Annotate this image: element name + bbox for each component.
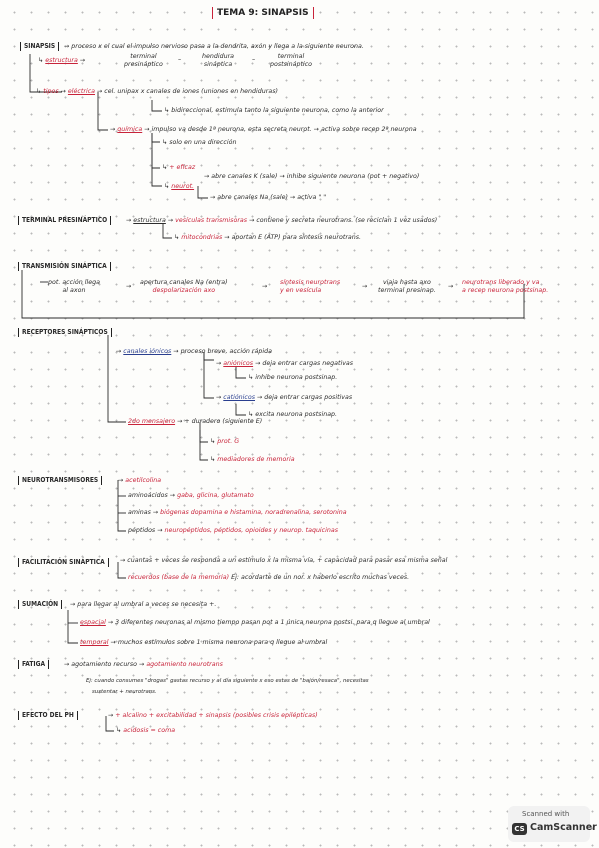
alcalino-text: → + alcalino + excitabilidad + sinapsis … xyxy=(108,712,318,719)
recuerdos-text: recuerdos (base de la memoria) Ej: acord… xyxy=(128,574,410,581)
terminal-estructura: → estructura → vesículas transmisoras → … xyxy=(126,217,438,224)
aminoacidos-text: aminoácidos → gaba, glicina, glutamato xyxy=(128,492,254,499)
section-header-neurotrans: NEUROTRANSMISORES xyxy=(18,476,103,485)
anionicos-label: → aniónicos → deja entrar cargas negativ… xyxy=(216,360,354,367)
temporal-text: temporal → muchos estímulos sobre 1 mism… xyxy=(80,639,328,646)
aminas-text: aminas → biógenas dopamina e histamina, … xyxy=(128,509,347,516)
quimica-label: → química → impulso va desde 1ª neurona,… xyxy=(110,126,417,133)
tipos-label: ↳ tipos → eléctrica → cel. unipax x cana… xyxy=(36,88,278,95)
section-header-receptores: RECEPTORES SINÁPTICOS xyxy=(18,328,112,337)
section-header-sinapsis: SINAPSIS xyxy=(20,42,60,51)
neurot-label: ↳ neurot. xyxy=(164,183,195,190)
peptidos-text: péptidos → neuropéptidos, péptidos, opio… xyxy=(128,527,339,534)
prot-g-text: ↳ prot. G xyxy=(210,438,240,445)
acidosis-text: ↳ acidosis = coma xyxy=(116,727,176,734)
fatiga-ejemplo-1: Ej: cuando consumes "drogas" gastas recu… xyxy=(86,678,369,684)
segundo-mensajero-label: 2do mensajero → + duradero (siguiente E) xyxy=(128,418,263,425)
eficaz-text: ↳ + eficaz xyxy=(162,164,196,171)
sumacion-desc: → para llegar al umbral a veces se neces… xyxy=(70,601,217,608)
page-title: TEMA 9: SINAPSIS xyxy=(212,7,314,19)
mitocondrias-text: ↳ mitocondrias → aportan E (ATP) para sí… xyxy=(174,234,362,241)
facilitacion-desc: → cuantas + veces se responda a un estím… xyxy=(120,557,448,564)
canales-ionicos-label: → canales iónicos → proceso breve, acció… xyxy=(116,348,272,355)
cationicos-label: → catiónicos → deja entrar cargas positi… xyxy=(216,394,353,401)
section-header-ph: EFECTO DEL PH xyxy=(18,711,78,720)
section-header-transmision: TRANSMISIÓN SINÁPTICA xyxy=(18,262,111,271)
una-direccion-text: ↳ solo en una dirección xyxy=(162,139,237,146)
abre-k-text: → abre canales K (sale) → inhibe siguien… xyxy=(204,173,420,180)
acetilcolina-text: → acetilcolina xyxy=(118,477,162,484)
section-header-facilitacion: FACILITACIÓN SINÁPTICA xyxy=(18,558,109,567)
apertura-text: apertura canales Na (entra)despolarizaci… xyxy=(140,279,228,294)
estructura-label: ↳ estructura → xyxy=(38,57,86,64)
fatiga-ejemplo-2: sustentar + neurotrans. xyxy=(92,689,157,695)
camscanner-text: CamScanner xyxy=(530,822,597,833)
scanned-with-text: Scanned with xyxy=(522,810,570,818)
fatiga-text: → agotamiento recurso → agotamiento neur… xyxy=(64,661,223,668)
mediadores-text: ↳ mediadores de memoria xyxy=(210,456,295,463)
section-header-fatiga: FATIGA xyxy=(18,660,50,669)
inhibe-text: ↳ inhibe neurona postsinap. xyxy=(248,374,338,381)
excita-text: ↳ excita neurona postsinap. xyxy=(248,411,338,418)
espacial-text: espacial → 3 diferentes neuronas al mism… xyxy=(80,619,430,626)
bidireccional-text: ↳ bidireccional, estimula tanto la sigui… xyxy=(164,107,384,114)
section-header-sumacion: SUMACIÓN xyxy=(18,600,63,609)
sinapsis-definition: → proceso x el cual el impulso nervioso … xyxy=(64,43,364,50)
abre-na-text: → abre canales Na (sale) → activa " " xyxy=(210,194,327,201)
camscanner-watermark: Scanned with CS CamScanner xyxy=(508,806,597,842)
section-header-terminal: TERMINAL PRESINÁPTICO xyxy=(18,216,112,225)
camscanner-logo-icon: CS xyxy=(512,823,527,835)
